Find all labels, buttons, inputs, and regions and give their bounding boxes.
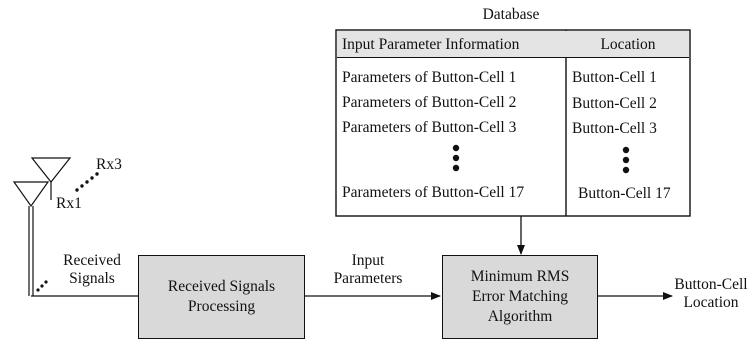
button-cell-location-output-label: Button-Cell Location xyxy=(674,276,748,311)
header-input-parameter-information: Input Parameter Information xyxy=(342,36,520,53)
row-location-1: Button-Cell 1 xyxy=(572,69,657,86)
antenna-rx1-icon xyxy=(12,181,50,296)
row-params-17: Parameters of Button-Cell 17 xyxy=(342,184,525,201)
feed-dots xyxy=(36,280,48,292)
rx1-label: Rx1 xyxy=(56,195,82,212)
row-location-17: Button-Cell 17 xyxy=(578,185,671,202)
location-ellipsis xyxy=(622,146,630,174)
antenna-dots xyxy=(75,172,99,192)
received-signals-label: Received Signals xyxy=(63,252,121,287)
received-signals-processing-block: Received Signals Processing xyxy=(138,255,305,339)
params-ellipsis xyxy=(452,144,460,172)
header-location: Location xyxy=(600,36,656,53)
row-params-3: Parameters of Button-Cell 3 xyxy=(342,119,517,136)
row-params-1: Parameters of Button-Cell 1 xyxy=(342,69,517,86)
row-location-2: Button-Cell 2 xyxy=(572,95,657,112)
input-parameters-label: Input Parameters xyxy=(333,252,403,287)
database-header-row xyxy=(337,31,689,58)
row-params-2: Parameters of Button-Cell 2 xyxy=(342,94,517,111)
rx3-label: Rx3 xyxy=(96,156,122,173)
antenna-rx3-icon xyxy=(30,157,72,200)
database-table-border xyxy=(335,29,691,217)
row-location-3: Button-Cell 3 xyxy=(572,120,657,137)
minimum-rms-error-matching-block: Minimum RMS Error Matching Algorithm xyxy=(442,255,598,339)
database-title: Database xyxy=(482,6,540,23)
